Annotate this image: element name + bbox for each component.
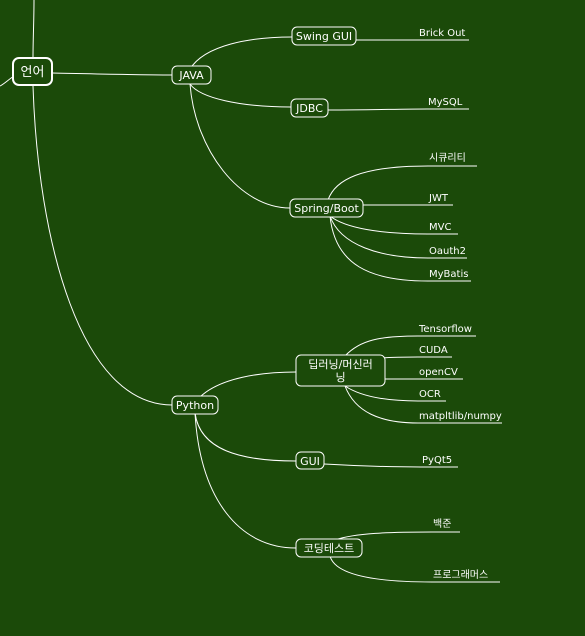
node-swing-gui[interactable]: Swing GUI: [291, 26, 357, 46]
leaf-opencv[interactable]: openCV: [419, 367, 458, 378]
node-jdbc[interactable]: JDBC: [290, 98, 329, 118]
node-root[interactable]: 언어: [12, 57, 53, 86]
leaf-baekjoon[interactable]: 백준: [433, 518, 451, 530]
leaf-oauth2[interactable]: Oauth2: [429, 246, 466, 257]
edge-dl-ocr: [344, 385, 446, 402]
edge-root-java: [51, 72, 173, 76]
edge-coding-baekjoon: [334, 531, 460, 541]
leaf-cuda[interactable]: CUDA: [419, 345, 448, 356]
edge-root-top: [32, 0, 35, 59]
edge-root-left: [0, 75, 15, 87]
edge-dl-matplotlib: [344, 385, 502, 424]
leaf-labels: Brick Out MySQL 시큐리티 JWT MVC Oauth2 MyBa…: [418, 28, 502, 581]
node-jdbc-label: JDBC: [295, 102, 323, 115]
node-spring-boot-label: Spring/Boot: [294, 202, 359, 215]
leaf-matplotlib-numpy[interactable]: matpltlib/numpy: [419, 411, 502, 422]
edge-python-dl: [199, 371, 297, 398]
node-spring-boot[interactable]: Spring/Boot: [289, 198, 364, 218]
leaf-programmers[interactable]: 프로그래머스: [433, 569, 488, 581]
leaf-ocr[interactable]: OCR: [419, 389, 441, 400]
leaf-security[interactable]: 시큐리티: [429, 152, 466, 164]
edge-java-jdbc: [189, 83, 292, 108]
edge-dl-tensorflow: [344, 335, 476, 357]
leaf-mvc[interactable]: MVC: [429, 222, 451, 233]
leaf-tensorflow[interactable]: Tensorflow: [418, 324, 472, 335]
edge-spring-oauth2: [329, 215, 467, 259]
edge-python-gui: [194, 412, 297, 462]
edge-java-swing: [189, 36, 293, 70]
node-deep-learning-label-line2: 닝: [335, 371, 345, 384]
edge-spring-mvc: [329, 215, 458, 235]
node-coding-test-label: 코딩테스트: [304, 542, 355, 555]
leaf-brick-out[interactable]: Brick Out: [419, 28, 465, 39]
edge-gui-pyqt5: [323, 463, 458, 468]
node-gui-label: GUI: [300, 455, 320, 468]
node-python-label: Python: [176, 399, 214, 412]
node-root-label: 언어: [21, 65, 45, 80]
connector-lines: [0, 0, 502, 583]
node-deep-learning-label-line1: 딥러닝/머신러: [308, 358, 372, 371]
edge-python-coding: [194, 412, 297, 549]
edge-spring-mybatis: [329, 215, 471, 282]
edge-jdbc-mysql: [327, 108, 469, 111]
leaf-mysql[interactable]: MySQL: [428, 97, 463, 108]
node-gui[interactable]: GUI: [295, 451, 325, 470]
edge-spring-security: [327, 165, 477, 201]
node-coding-test[interactable]: 코딩테스트: [295, 538, 363, 558]
edge-coding-programmers: [329, 555, 500, 583]
node-java[interactable]: JAVA: [171, 65, 212, 85]
leaf-pyqt5[interactable]: PyQt5: [422, 455, 452, 466]
leaf-jwt[interactable]: JWT: [428, 193, 449, 204]
leaf-mybatis[interactable]: MyBatis: [429, 269, 468, 280]
node-python[interactable]: Python: [171, 395, 219, 415]
node-swing-gui-label: Swing GUI: [296, 30, 352, 43]
edge-root-python: [32, 85, 173, 406]
node-deep-learning[interactable]: 딥러닝/머신러 닝: [295, 354, 386, 387]
node-java-label: JAVA: [178, 69, 204, 82]
edge-java-spring: [189, 83, 291, 209]
